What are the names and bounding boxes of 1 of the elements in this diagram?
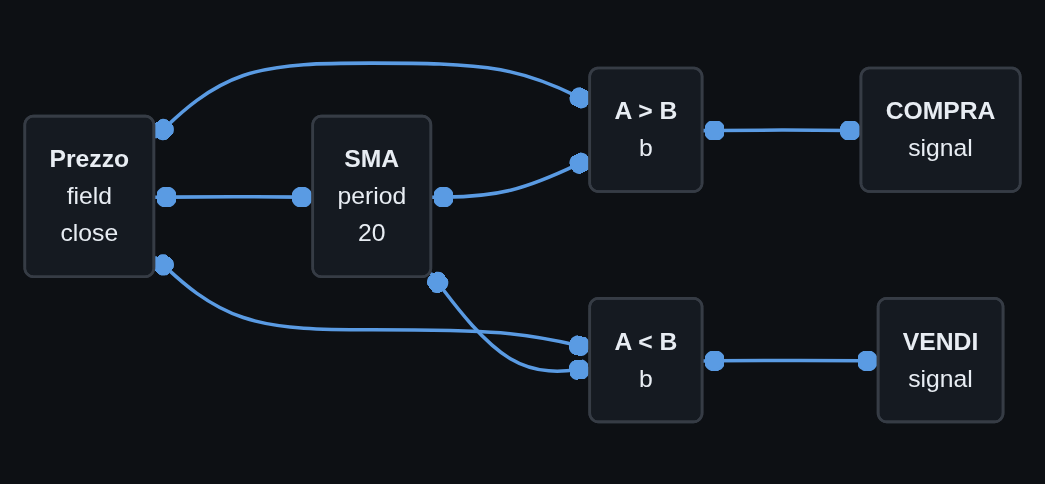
connector — [702, 349, 879, 372]
